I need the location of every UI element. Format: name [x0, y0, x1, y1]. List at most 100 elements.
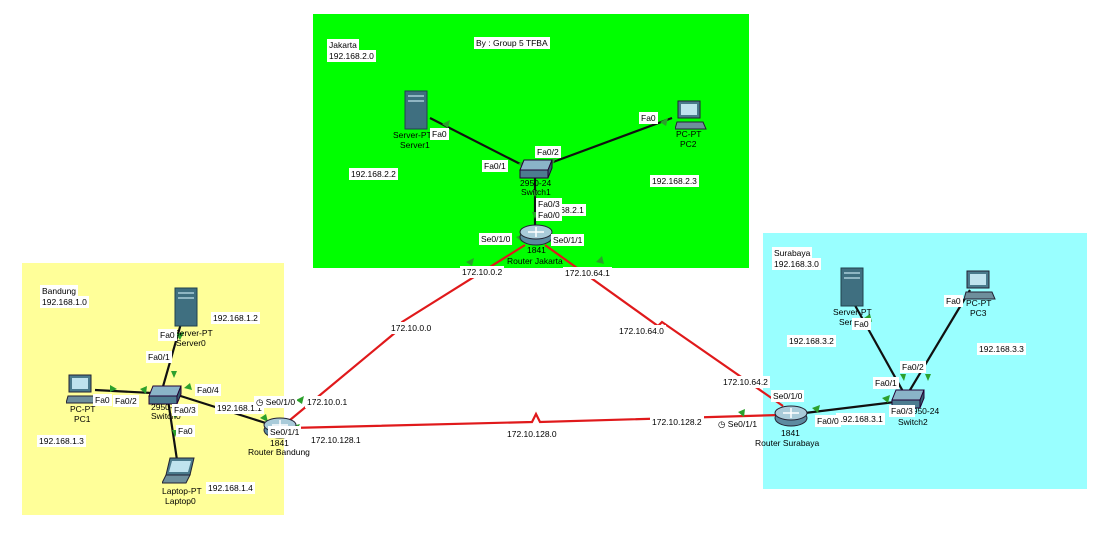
router-jakarta-model: 1841	[527, 245, 546, 255]
ip-router-jakarta-se011: 172.10.64.1	[563, 267, 612, 279]
pc3-model: PC-PT	[966, 298, 992, 308]
server-icon	[404, 90, 428, 130]
switch1-device[interactable]	[518, 158, 554, 185]
switch0-device[interactable]	[147, 384, 183, 411]
pc3-device[interactable]	[963, 270, 996, 305]
router-jakarta-device[interactable]	[518, 223, 554, 252]
port-switch2-fa01: Fa0/1	[873, 377, 899, 389]
router-bandung-model: 1841	[270, 438, 289, 448]
router-icon	[519, 224, 553, 246]
port-router-surabaya-se010: Se0/1/0	[771, 390, 805, 402]
port-pc3-fa0: Fa0	[944, 295, 963, 307]
link-jakarta-surabaya	[544, 244, 784, 407]
laptop0-device[interactable]	[161, 457, 196, 490]
port-pc1-fa0: Fa0	[93, 394, 112, 406]
ethernet-links	[94, 116, 971, 461]
ip-pc1: 192.168.1.3	[37, 435, 86, 447]
ip-router-bandung-se011: 172.10.128.1	[309, 434, 363, 446]
ip-router-surabaya-lan: 192.168.3.1	[836, 413, 885, 425]
area-bandung-network: 192.168.1.0	[40, 296, 89, 308]
clock-icon: ◷	[256, 397, 266, 407]
link-server0-switch0	[160, 319, 184, 391]
port-switch0-fa03: Fa0/3	[172, 404, 198, 416]
switch0-model: 2950-24	[151, 402, 183, 412]
switch1-model: 2950-24	[520, 178, 552, 188]
pc2-device[interactable]	[674, 100, 707, 135]
ip-network-jakarta-surabaya: 172.10.64.0	[617, 325, 666, 337]
area-bandung-name: Bandung	[40, 285, 79, 297]
link-switch2-router-surabaya	[804, 399, 904, 415]
server-surabaya-name: Server	[839, 317, 864, 327]
router-surabaya-device[interactable]	[773, 404, 809, 433]
router-surabaya-model: 1841	[781, 428, 800, 438]
pc-icon	[65, 374, 98, 404]
ip-router-surabaya-se011: 172.10.128.2	[650, 416, 704, 428]
clock-icon: ◷	[718, 419, 728, 429]
switch1-name: Switch1	[521, 187, 551, 197]
pc1-name: PC1	[74, 414, 91, 424]
port-server0-fa0: Fa0	[158, 329, 177, 341]
link-pc2-switch1	[544, 116, 673, 167]
ip-server1: 192.168.2.2	[349, 168, 398, 180]
port-router-jakarta-fa00: Fa0/0	[536, 209, 562, 221]
server-icon	[174, 287, 198, 327]
ip-router-surabaya-se010: 172.10.64.2	[721, 376, 770, 388]
port-router-surabaya-se011: ◷ Se0/1/1	[716, 418, 760, 430]
ip-laptop0: 192.168.1.4	[206, 482, 255, 494]
port-server1-fa0: Fa0	[430, 128, 449, 140]
ip-network-jakarta-bandung: 172.10.0.0	[389, 322, 434, 334]
port-pc2-fa0: Fa0	[639, 112, 658, 124]
pc-icon	[963, 270, 996, 300]
port-switch2-fa02: Fa0/2	[900, 361, 926, 373]
switch2-model: 2950-24	[908, 406, 940, 416]
pc2-name: PC2	[680, 139, 697, 149]
ip-pc2: 192.168.2.3	[650, 175, 699, 187]
server0-device[interactable]	[174, 287, 200, 332]
ip-router-bandung-lan: 192.168.1.1	[215, 402, 264, 414]
server-surabaya-model: Server-PT	[833, 307, 872, 317]
port-router-surabaya-fa00: Fa0/0	[815, 415, 841, 427]
area-jakarta-network: 192.168.2.0	[327, 50, 376, 62]
port-switch2-fa03: Fa0/3	[889, 405, 915, 417]
server0-model: Server-PT	[174, 328, 213, 338]
ip-network-bandung-surabaya: 172.10.128.0	[505, 428, 559, 440]
switch-icon	[519, 159, 553, 179]
server1-device[interactable]	[404, 90, 430, 135]
switch0-name: Switch0	[151, 411, 181, 421]
port-switch1-fa02: Fa0/2	[535, 146, 561, 158]
ip-router-bandung-se010: 172.10.0.1	[305, 396, 350, 408]
port-switch1-fa01: Fa0/1	[482, 160, 508, 172]
ip-server0: 192.168.1.2	[211, 312, 260, 324]
server1-model: Server-PT	[393, 130, 432, 140]
area-surabaya-name: Surabaya	[772, 247, 813, 259]
port-router-jakarta-se011: Se0/1/1	[551, 234, 585, 246]
switch-icon	[148, 385, 182, 405]
pc3-name: PC3	[970, 308, 987, 318]
area-jakarta-name: Jakarta	[327, 39, 359, 51]
pc2-model: PC-PT	[676, 129, 702, 139]
server-surabaya-device[interactable]	[840, 267, 866, 312]
laptop0-model: Laptop-PT	[162, 486, 202, 496]
area-surabaya-network: 192.168.3.0	[772, 258, 821, 270]
port-switch0-fa04: Fa0/4	[195, 384, 221, 396]
switch2-name: Switch2	[898, 417, 928, 427]
router-icon	[774, 405, 808, 427]
port-switch1-fa03: Fa0/3	[536, 198, 562, 210]
credit-label: By : Group 5 TFBA	[474, 37, 550, 49]
laptop-icon	[161, 457, 195, 484]
pc-icon	[674, 100, 707, 130]
server1-name: Server1	[400, 140, 430, 150]
pc1-device[interactable]	[65, 374, 98, 409]
serial-links	[289, 244, 784, 430]
router-surabaya-name: Router Surabaya	[755, 438, 820, 448]
port-server-surabaya-fa0: Fa0	[852, 318, 871, 330]
router-jakarta-name: Router Jakarta	[507, 256, 563, 266]
port-router-jakarta-se010: Se0/1/0	[479, 233, 513, 245]
port-switch0-fa02: Fa0/2	[113, 395, 139, 407]
port-router-bandung-se011: Se0/1/1	[268, 426, 302, 438]
laptop0-name: Laptop0	[165, 496, 196, 506]
router-bandung-name: Router Bandung	[248, 447, 310, 457]
server-icon	[840, 267, 864, 307]
link-pc3-switch2	[906, 289, 971, 396]
